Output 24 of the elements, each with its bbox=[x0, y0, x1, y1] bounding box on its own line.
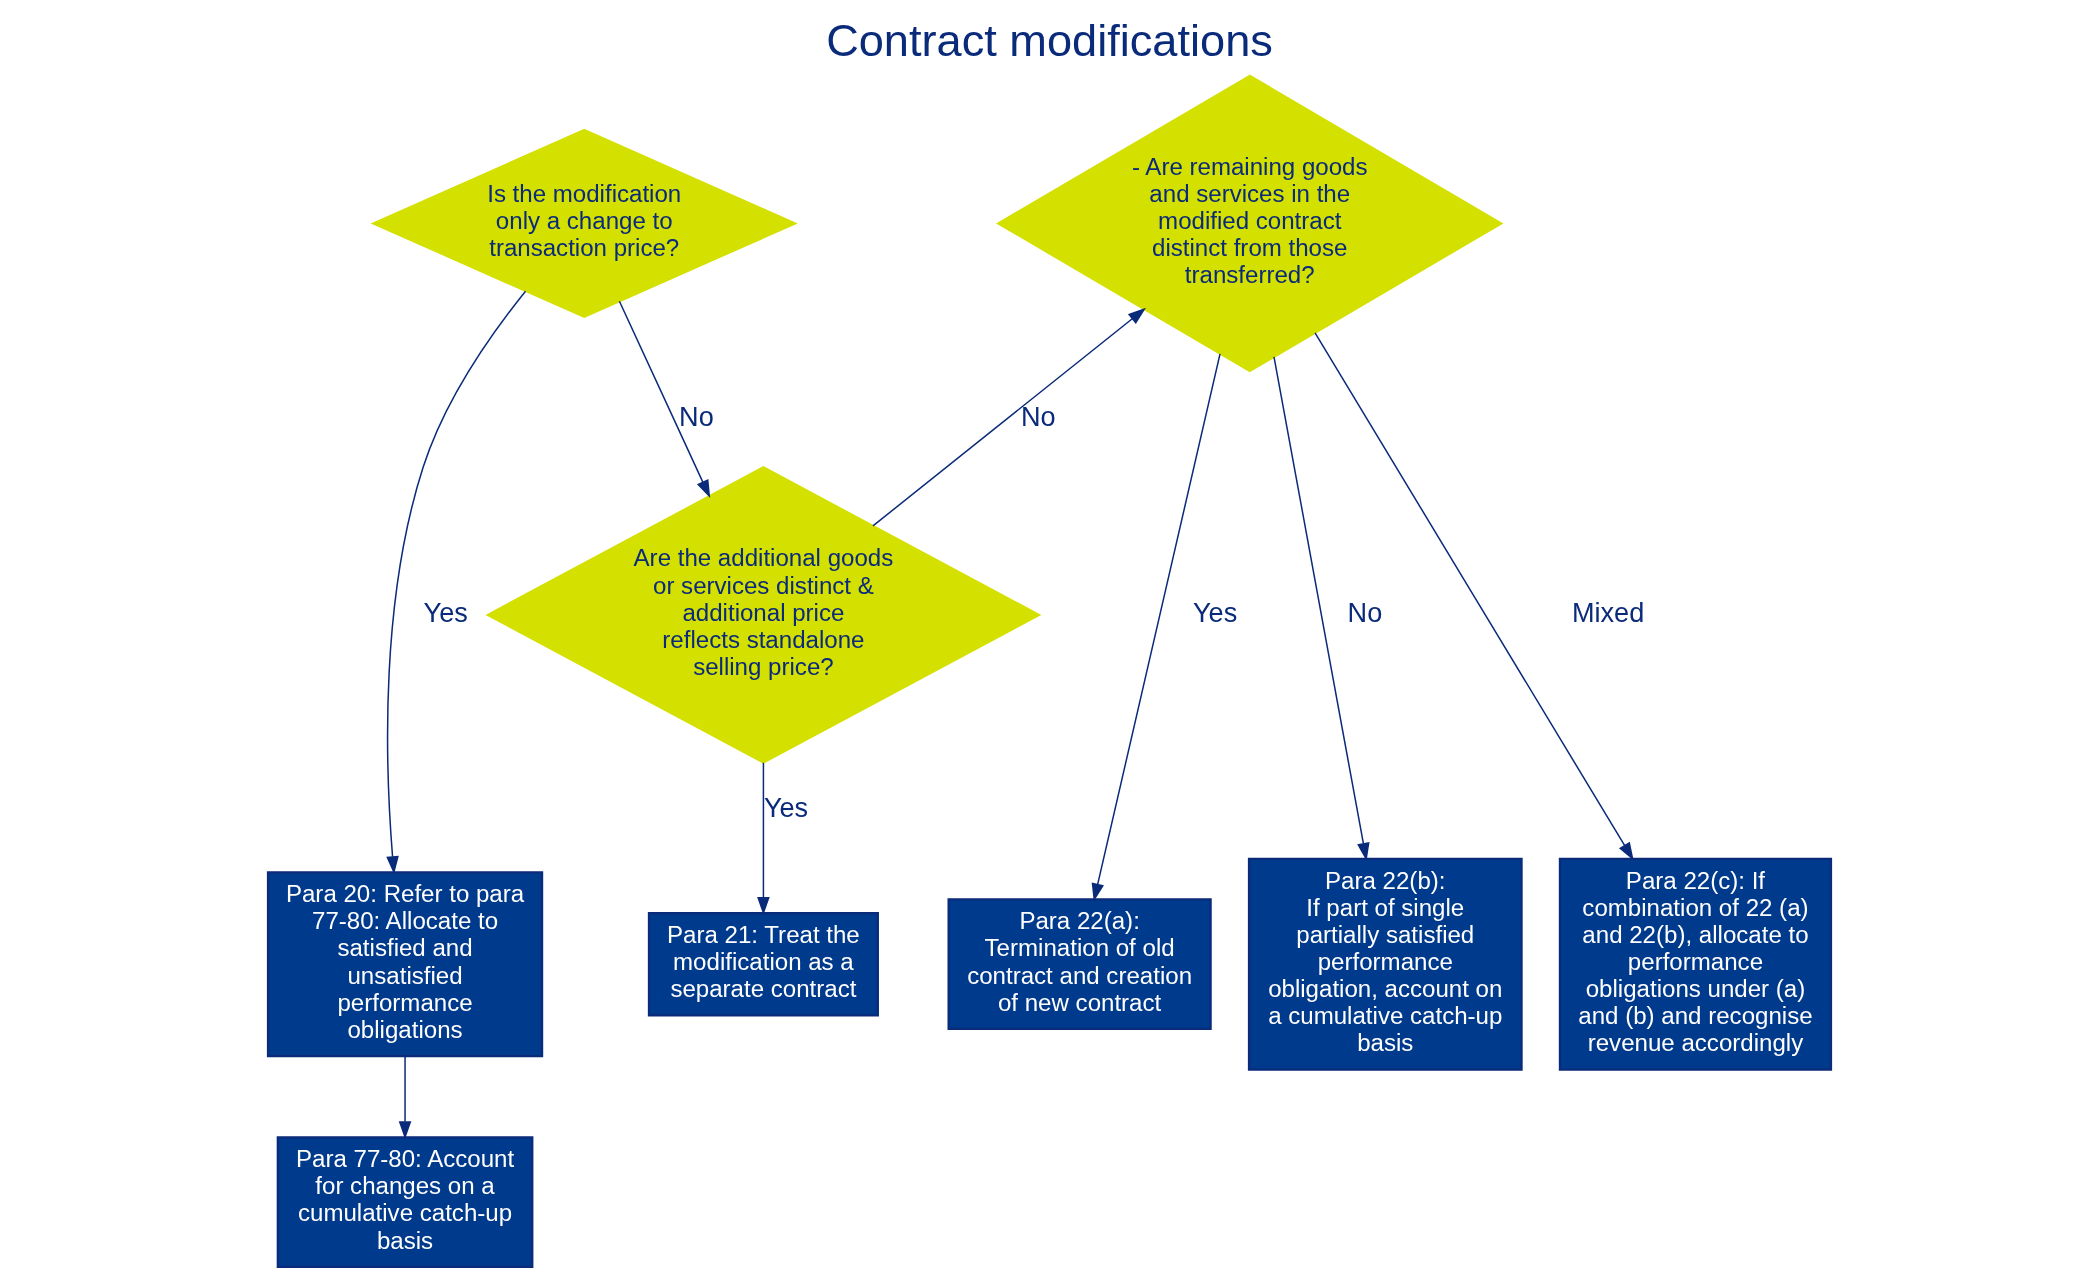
edge-label: Yes bbox=[1192, 596, 1237, 628]
edge-label: No bbox=[678, 400, 714, 432]
node-box: Para 22(b): If part of single partially satisfied performance obligation, account on a cumulative catch-up basis bbox=[1247, 857, 1523, 1071]
arrow bbox=[385, 290, 526, 875]
node-diamond: Is the modification only a change to transaction price? bbox=[370, 128, 798, 318]
diagram-title: Contract modifications bbox=[825, 15, 1273, 67]
edge-label: Yes bbox=[763, 792, 808, 824]
arrow bbox=[871, 307, 1146, 527]
edge-label: Yes bbox=[423, 596, 468, 628]
node-box: Para 22(a): Termination of old contract and creation of new contract bbox=[947, 898, 1212, 1031]
node-box: Para 22(c): If combination of 22 (a) and 22(b), allocate to performance obligations under (a) and (b) and recognise revenue accordingly bbox=[1558, 857, 1832, 1071]
edge-label: No bbox=[1020, 400, 1056, 432]
node-box: Para 21: Treat the modification as a separate contract bbox=[647, 911, 879, 1017]
node-box: Para 77-80: Account for changes on a cumulative catch-up basis bbox=[276, 1136, 533, 1269]
node-diamond: Are the additional goods or services distinct & additional price reflects standalone selling price? bbox=[484, 466, 1041, 764]
arrow bbox=[618, 300, 710, 499]
arrow bbox=[1091, 353, 1221, 902]
arrow bbox=[1272, 356, 1370, 861]
arrow bbox=[1313, 332, 1634, 861]
node-box: Para 20: Refer to para 77-80: Allocate to satisfied and unsatisfied performance obligations bbox=[266, 871, 543, 1058]
edge-label: No bbox=[1347, 596, 1382, 628]
arrow bbox=[398, 1055, 411, 1140]
node-diamond: - Are remaining goods and services in the modified contract distinct from those transferred? bbox=[995, 74, 1503, 373]
edge-label: Mixed bbox=[1571, 596, 1644, 628]
